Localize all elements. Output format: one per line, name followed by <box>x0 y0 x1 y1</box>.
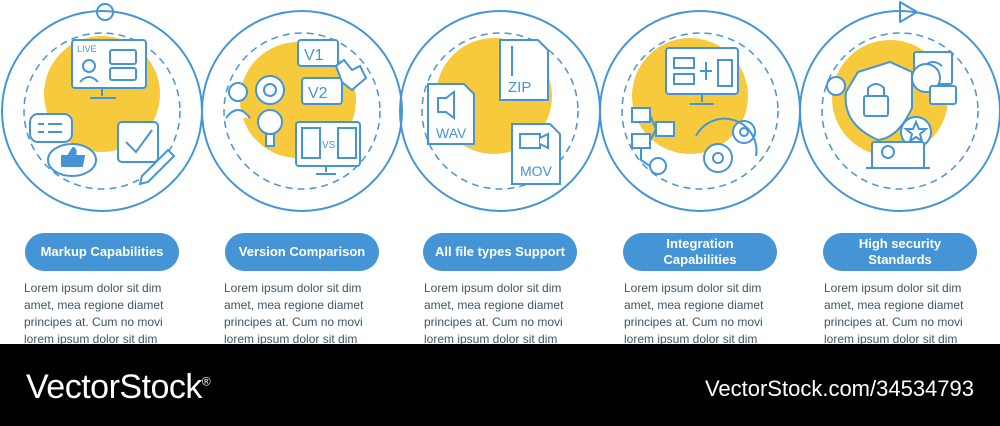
pencil-icon <box>138 148 176 186</box>
flowchart-icon <box>631 107 675 175</box>
chat-bubbles-icon <box>29 113 73 143</box>
svg-text:MOV: MOV <box>520 163 553 179</box>
step-1-label: Markup Capabilities <box>25 233 179 271</box>
person-icon <box>225 82 251 119</box>
live-label: LIVE <box>77 44 97 54</box>
step-2-description: Lorem ipsum dolor sit dim amet, mea regi… <box>224 281 364 344</box>
svg-text:VS: VS <box>322 140 336 151</box>
step-5-description: Lorem ipsum dolor sit dim amet, mea regi… <box>824 281 964 344</box>
hand-cursor-icon <box>334 58 368 92</box>
step-3-label: All file types Support <box>423 233 577 271</box>
monitor-apps-icon <box>665 47 739 105</box>
footer-image-id: VectorStock.com/34534793 <box>704 376 974 401</box>
step-4-description: Lorem ipsum dolor sit dim amet, mea regi… <box>624 281 764 344</box>
mov-file-icon: MOV <box>511 123 561 185</box>
like-bubble-icon <box>47 143 97 177</box>
step-4-circle <box>599 10 801 212</box>
gear-bulb-icon <box>255 75 285 147</box>
zip-file-icon: ZIP <box>499 39 549 101</box>
version-v1-v2-icon: V1 V2 <box>297 39 343 105</box>
footer-brand[interactable]: VectorStock® <box>26 368 211 406</box>
shield-lock-icon <box>826 60 913 142</box>
svg-text:WAV: WAV <box>436 125 467 141</box>
star-user-laptop-icon <box>866 116 932 169</box>
step-4-label: Integration Capabilities <box>623 233 777 271</box>
live-stream-monitor-icon: LIVE <box>71 39 147 99</box>
svg-text:V1: V1 <box>304 47 324 64</box>
step-1-description: Lorem ipsum dolor sit dim amet, mea regi… <box>24 281 164 344</box>
wav-file-icon: WAV <box>427 83 475 145</box>
svg-text:V2: V2 <box>308 85 328 102</box>
step-2-label: Version Comparison <box>225 233 379 271</box>
step-3-description: Lorem ipsum dolor sit dim amet, mea regi… <box>424 281 564 344</box>
step-5-label: High security Standards <box>823 233 977 271</box>
footer-bar <box>0 344 1000 426</box>
monitor-vs-icon: VS <box>295 121 361 175</box>
checkbox-icon <box>117 121 159 163</box>
svg-text:ZIP: ZIP <box>508 79 531 96</box>
gears-sync-icon <box>695 117 758 173</box>
globe-lock-icon <box>911 63 957 105</box>
